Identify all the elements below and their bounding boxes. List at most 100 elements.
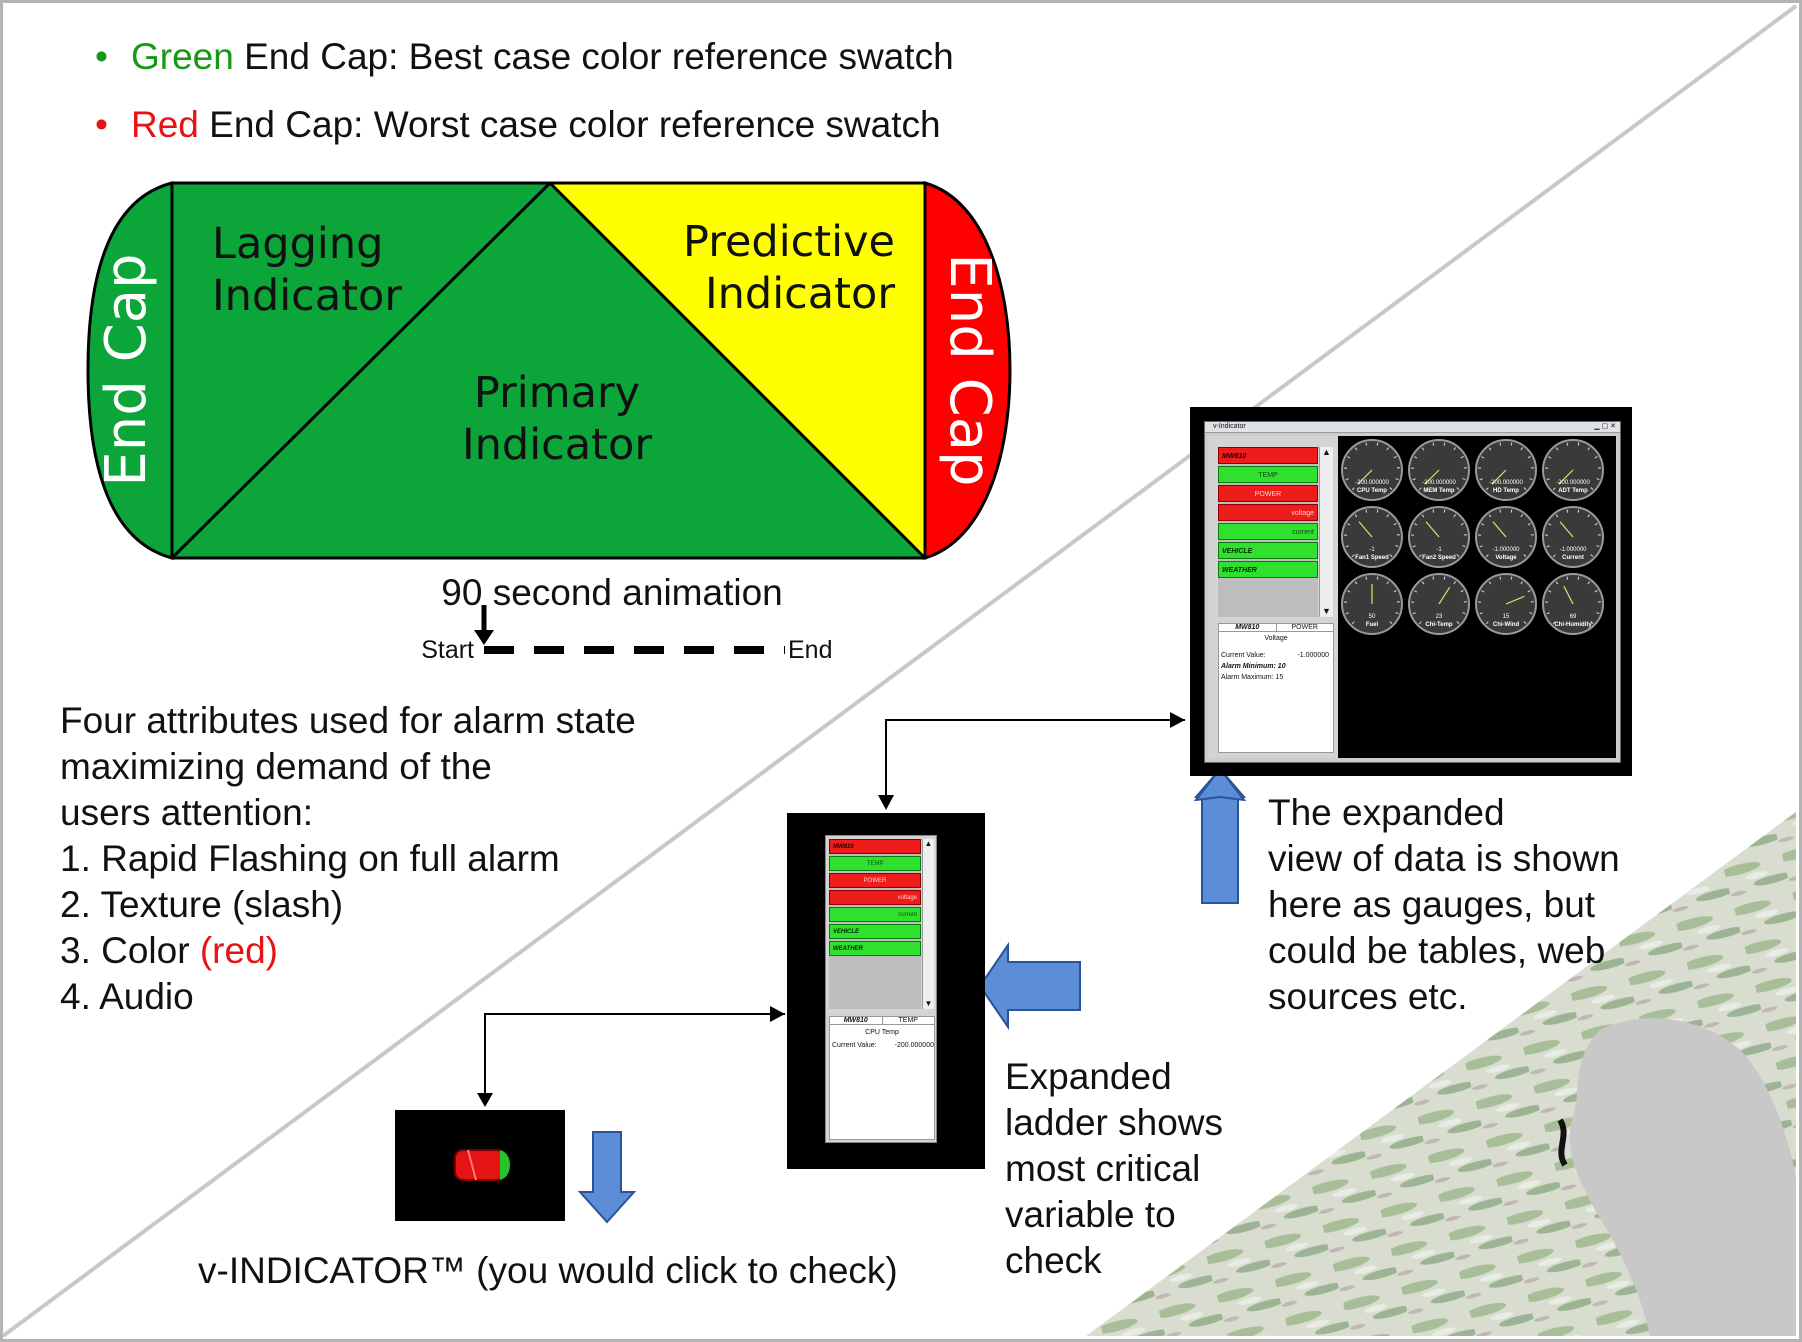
gauge-tick (1552, 621, 1556, 625)
gauge-tick (1481, 590, 1485, 593)
gauge-tick (1456, 621, 1460, 624)
gauge-needle (1425, 521, 1440, 538)
ladder-row[interactable]: TEMP (1218, 466, 1318, 483)
window-controls[interactable]: ▁ ▢ ✕ (1594, 423, 1616, 430)
gauge-tick (1347, 456, 1351, 459)
gauge-tick (1460, 522, 1464, 526)
primary-label-2: Indicator (462, 420, 652, 470)
gauge-needle (1505, 595, 1525, 605)
ladder-row[interactable]: voltage (829, 890, 921, 905)
gauge-tick (1555, 581, 1559, 585)
gauge-tick (1488, 447, 1492, 451)
ladder-scrollbar[interactable]: ▲ ▼ (1319, 447, 1333, 617)
ladder-row[interactable]: MW810 (829, 839, 921, 854)
bullet-dot: • (95, 36, 108, 77)
gauge-tick (1432, 509, 1435, 513)
detail-name: CPU Temp (865, 1029, 899, 1036)
gauge-tick (1596, 612, 1600, 615)
bullet-green-endcap: •Green End Cap: Best case color referenc… (95, 36, 954, 78)
gauge-tick (1555, 447, 1559, 451)
attribute-item-3: 3. Color (red) (60, 928, 636, 974)
gauge-tick (1479, 545, 1483, 548)
gauge[interactable]: -200.000000 HD Temp (1474, 438, 1538, 502)
gauge-tick (1365, 576, 1368, 580)
detail-tab-1[interactable]: MW810 (1219, 624, 1277, 631)
gauge-tick (1412, 612, 1416, 615)
gauge-tick (1418, 487, 1422, 491)
gauge-tick (1347, 590, 1351, 593)
gauge-tick (1594, 455, 1598, 459)
ladder-row[interactable]: MW810 (1218, 447, 1318, 464)
caption-line: check (1005, 1240, 1102, 1281)
detail-tab-2[interactable]: POWER (1291, 624, 1318, 631)
gauge-value: 50 (1369, 614, 1376, 620)
detail-tab-2[interactable]: TEMP (898, 1017, 918, 1024)
gauge-tick (1520, 581, 1524, 585)
gauge-tick (1520, 447, 1524, 451)
caption-line: could be tables, web (1268, 930, 1606, 971)
ladder-row[interactable]: current (829, 907, 921, 922)
gauge-tick (1365, 509, 1368, 513)
detail-tab-1[interactable]: MW810 (830, 1017, 883, 1024)
mini-capsule-icon[interactable] (454, 1149, 510, 1181)
ladder-scrollbar[interactable]: ▲ ▼ (922, 839, 934, 1009)
ladder-row[interactable]: WEATHER (1218, 561, 1318, 578)
gauge-tick (1479, 612, 1483, 615)
gauge-tick (1546, 478, 1550, 481)
gauge-tick (1386, 514, 1390, 518)
ladder-row[interactable]: POWER (1218, 485, 1318, 502)
ladder-row[interactable]: VEHICLE (829, 924, 921, 939)
ladder-row[interactable]: POWER (829, 873, 921, 888)
gauge-dial (1341, 506, 1403, 568)
alarm-attributes: Four attributes used for alarm state max… (60, 698, 636, 1020)
gauge-dial (1475, 506, 1537, 568)
ladder-row[interactable]: TEMP (829, 856, 921, 871)
gauge-name: Fan2 Speed (1422, 555, 1456, 561)
gauge-value: -200.000000 (1489, 480, 1523, 486)
scroll-up-icon[interactable]: ▲ (924, 839, 933, 848)
gauge-tick (1412, 545, 1416, 548)
attributes-intro-3: users attention: (60, 792, 313, 833)
detail-name: Voltage (1264, 635, 1288, 642)
gauge-dial (1408, 573, 1470, 635)
connector-ladder-icon (484, 1013, 785, 1100)
start-label: Start (421, 636, 474, 664)
ladder-row[interactable]: VEHICLE (1218, 542, 1318, 559)
gauge-tick (1520, 514, 1524, 518)
gauge-needle (1559, 521, 1574, 538)
gauge-tick (1432, 576, 1435, 580)
gauge-tick (1552, 554, 1556, 558)
detail-value: -1.000000 (1297, 652, 1329, 659)
ladder-row[interactable]: current (1218, 523, 1318, 540)
indicator-capsule: End Cap End Cap Lagging Indicator Predic… (86, 181, 1012, 561)
gauge-tick (1443, 442, 1446, 446)
gauge-tick (1421, 447, 1425, 451)
gauge-name: HD Temp (1493, 488, 1519, 494)
scroll-down-icon[interactable]: ▼ (924, 999, 933, 1008)
gauge-name: Fuel (1366, 622, 1379, 628)
ladder-row[interactable]: WEATHER (829, 941, 921, 956)
gauge-tick (1453, 514, 1457, 518)
detail-key: Alarm Minimum: (1221, 663, 1276, 670)
ladder-row[interactable]: voltage (1218, 504, 1318, 521)
down-arrow-vindicator (577, 1131, 637, 1224)
detail-value: 10 (1277, 663, 1286, 670)
gauge-tick (1376, 442, 1379, 446)
scroll-down-icon[interactable]: ▼ (1322, 606, 1331, 616)
expanded-ladder-caption: Expanded ladder shows most critical vari… (1005, 1054, 1223, 1284)
gauge-tick (1351, 487, 1355, 491)
scroll-up-icon[interactable]: ▲ (1322, 447, 1331, 457)
